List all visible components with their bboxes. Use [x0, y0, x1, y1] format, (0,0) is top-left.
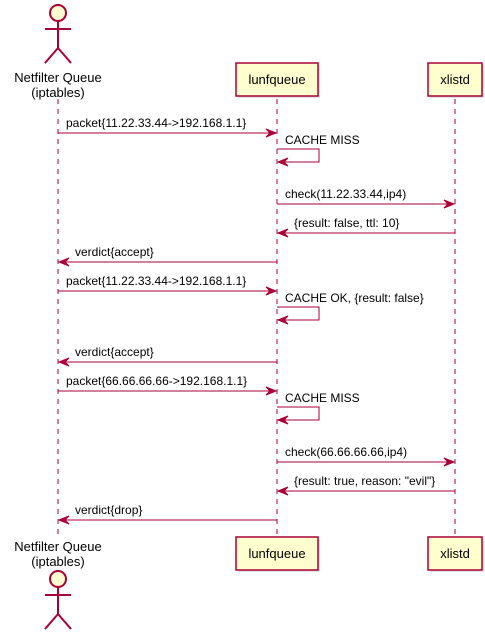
arrowhead: [276, 486, 289, 496]
message-label: check(66.66.66.66,ip4): [285, 445, 407, 459]
message: {result: false, ttl: 10}: [276, 216, 455, 238]
message-label: CACHE OK, {result: false}: [285, 291, 424, 305]
actor-nfq-bottom: Netfilter Queue(iptables): [14, 539, 102, 630]
messages: packet{11.22.33.44->192.168.1.1} CACHE MI…: [57, 116, 456, 525]
message-label: packet{66.66.66.66->192.168.1.1}: [66, 374, 247, 388]
arrowhead: [276, 315, 289, 325]
arrowhead: [57, 515, 70, 525]
participant-xlistd-bottom: xlistd: [427, 536, 484, 572]
message: packet{66.66.66.66->192.168.1.1}: [58, 374, 278, 396]
participants: Netfilter Queue(iptables)Netfilter Queue…: [14, 4, 484, 630]
actor-icon: [44, 4, 72, 64]
participant-label: xlistd: [440, 546, 470, 561]
message: {result: true, reason: "evil"}: [276, 474, 455, 496]
arrowhead: [265, 128, 278, 138]
participant-box: [235, 536, 319, 571]
actor-name-line1: Netfilter Queue: [14, 539, 101, 554]
arrowhead: [57, 357, 70, 367]
message: CACHE OK, {result: false}: [276, 291, 424, 325]
message-label: check(11.22.33.44,ip4): [285, 187, 406, 201]
arrowhead: [443, 199, 456, 209]
arrowhead: [265, 286, 278, 296]
participant-label: xlistd: [440, 72, 470, 87]
message-label: packet{11.22.33.44->192.168.1.1}: [66, 116, 246, 130]
message-label: {result: true, reason: "evil"}: [294, 474, 435, 488]
message: packet{11.22.33.44->192.168.1.1}: [58, 116, 278, 138]
message: check(66.66.66.66,ip4): [277, 445, 456, 467]
message: check(11.22.33.44,ip4): [277, 187, 456, 209]
participant-lunf-top: lunfqueue: [235, 62, 320, 98]
arrowhead: [57, 257, 70, 267]
self-message-line: [277, 406, 320, 421]
message-label: {result: false, ttl: 10}: [294, 216, 399, 230]
message: verdict{accept}: [57, 245, 277, 267]
arrowhead: [276, 157, 289, 167]
arrowhead: [276, 228, 289, 238]
participant-label: lunfqueue: [248, 546, 305, 561]
arrowhead: [276, 415, 289, 425]
message: verdict{drop}: [57, 503, 277, 525]
participant-box: [427, 62, 483, 97]
message-label: verdict{drop}: [75, 503, 142, 517]
participant-box: [427, 536, 483, 571]
message-label: verdict{accept}: [75, 345, 154, 359]
actor-name-line2: (iptables): [31, 85, 84, 100]
message: packet{11.22.33.44->192.168.1.1}: [58, 274, 278, 296]
message: CACHE MISS: [276, 391, 360, 425]
participant-box: [235, 62, 319, 97]
message-label: packet{11.22.33.44->192.168.1.1}: [66, 274, 246, 288]
arrowhead: [265, 386, 278, 396]
actor-icon: [44, 570, 72, 630]
self-message-line: [277, 148, 320, 163]
actor-nfq-top: Netfilter Queue(iptables): [14, 4, 102, 100]
message-label: CACHE MISS: [285, 133, 360, 147]
participant-label: lunfqueue: [248, 72, 305, 87]
message: verdict{accept}: [57, 345, 277, 367]
self-message-line: [277, 306, 320, 321]
actor-name-line1: Netfilter Queue: [14, 70, 101, 85]
message-label: verdict{accept}: [75, 245, 154, 259]
arrowhead: [443, 457, 456, 467]
message: CACHE MISS: [276, 133, 360, 167]
lifelines: [57, 99, 456, 535]
participant-lunf-bottom: lunfqueue: [235, 536, 320, 572]
message-label: CACHE MISS: [285, 391, 360, 405]
actor-name-line2: (iptables): [31, 554, 84, 569]
participant-xlistd-top: xlistd: [427, 62, 484, 98]
